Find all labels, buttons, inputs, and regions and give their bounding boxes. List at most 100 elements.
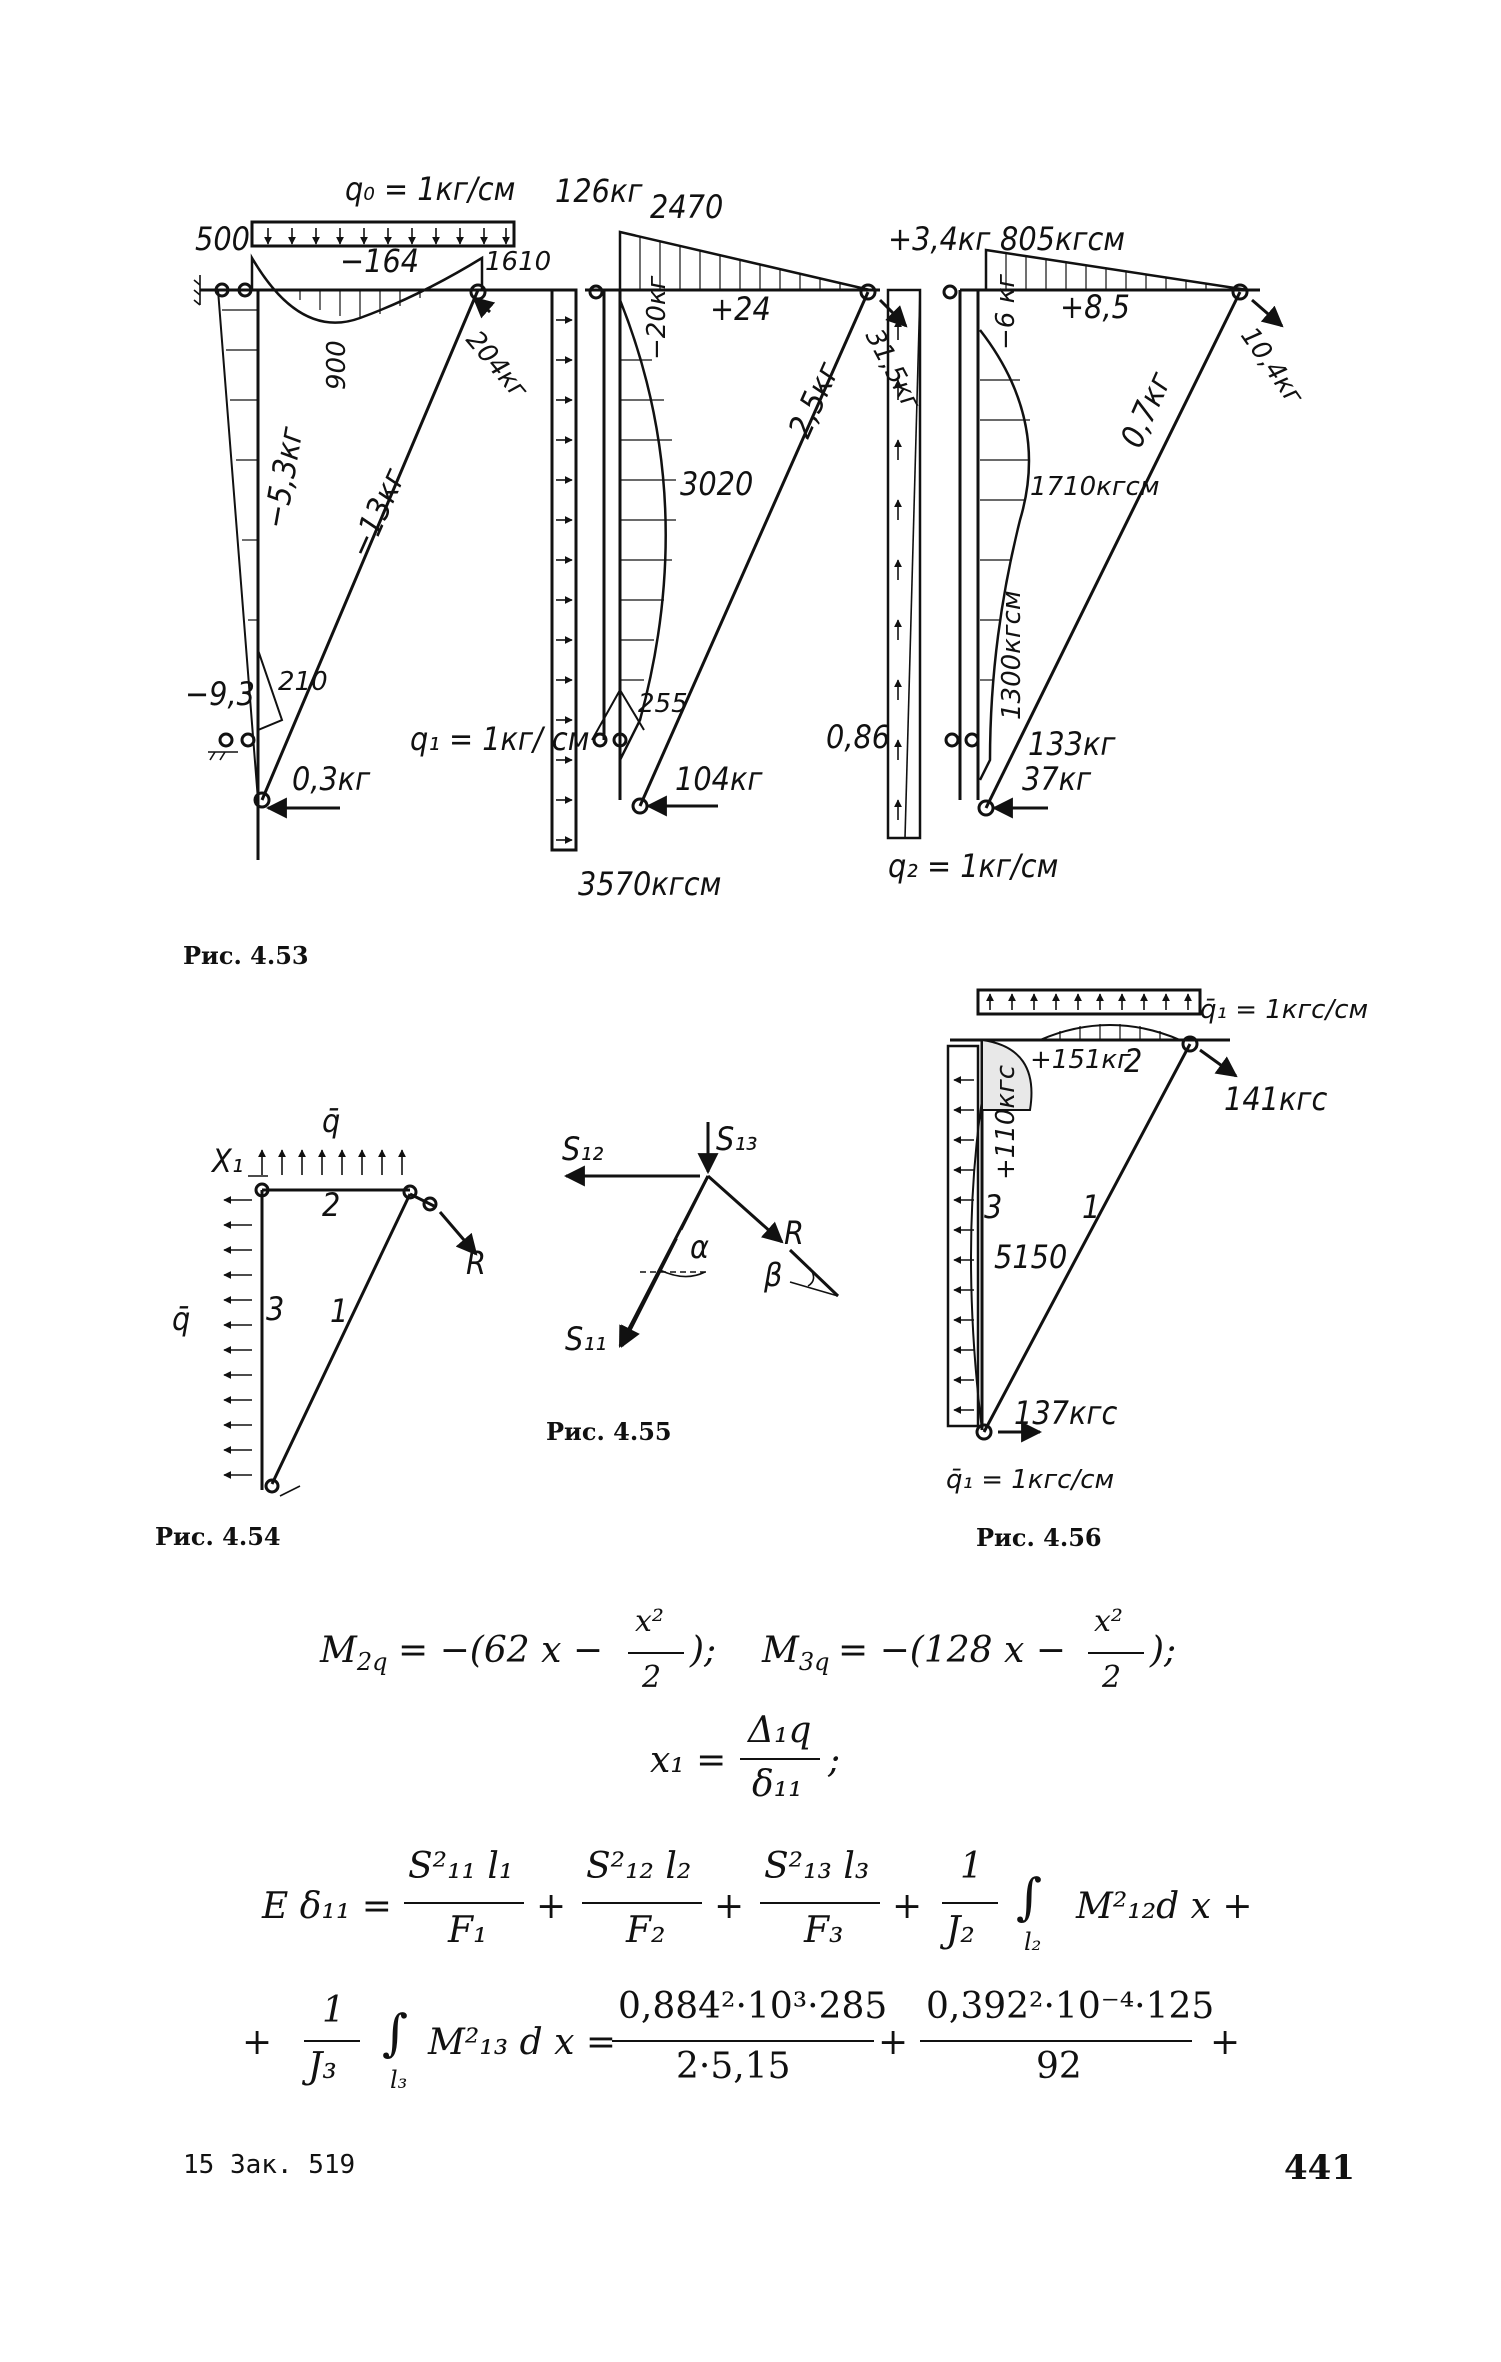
- load-strip-top: [976, 988, 1202, 1016]
- label-20: −20кг: [642, 275, 672, 360]
- label-q0: q₀ = 1кг/см: [345, 170, 515, 208]
- fig456: q̄₁ = 1кгс/см +151кг 2 141кгс +110кгс 3 …: [946, 988, 1368, 1495]
- label-133: 133кг: [1028, 725, 1116, 763]
- t7-den: 92: [1036, 2046, 1082, 2087]
- label-q1-bot: q̄₁ = 1кгс/см: [946, 1465, 1114, 1495]
- load-strip-left: [946, 1044, 980, 1428]
- label-137: 137кгс: [1014, 1394, 1117, 1432]
- label-5150: 5150: [994, 1238, 1067, 1276]
- load-strip-q0: [250, 220, 516, 248]
- label-805: 805кгсм: [1000, 220, 1125, 258]
- t4-den: J₂: [946, 1910, 975, 1951]
- label-25: 2,5кг: [781, 355, 848, 443]
- footer-order: 15 Зак. 519: [183, 2150, 356, 2180]
- label-93: −9,3: [185, 675, 255, 713]
- label-alpha: α: [690, 1228, 709, 1266]
- m2q-lhs: M: [320, 1630, 357, 1671]
- label-n1: 1: [330, 1292, 348, 1330]
- label-34: +3,4кг: [888, 220, 991, 258]
- m2q-two: 2: [642, 1660, 662, 1695]
- label-03: 0,3кг: [292, 760, 371, 798]
- label-q1: q₁ = 1кг/ см: [410, 720, 589, 758]
- label-3020: 3020: [680, 465, 753, 503]
- label-beta: β: [763, 1256, 782, 1294]
- t6-num: 0,884²·10³·285: [618, 1986, 888, 2027]
- label-500: 500: [195, 220, 250, 258]
- fig454: q̄ X₁ 2 q̄ 3 1 R: [172, 1102, 486, 1497]
- label-1610: 1610: [485, 247, 551, 277]
- t3-num: S²₁₃ l₃: [764, 1846, 870, 1887]
- t4-lim: l₂: [1024, 1928, 1042, 1956]
- t1-den: F₁: [448, 1910, 488, 1951]
- t2-num: S²₁₂ l₂: [586, 1846, 692, 1887]
- moment-diagram-member3: [216, 289, 259, 801]
- label-3570: 3570кгсм: [578, 865, 721, 903]
- label-q2: q₂ = 1кг/см: [888, 847, 1058, 885]
- caption-fig453: Рис. 4.53: [183, 941, 309, 970]
- label-q1-top: q̄₁ = 1кгс/см: [1200, 995, 1368, 1025]
- t5-lim: l₃: [390, 2066, 408, 2094]
- load-arrows-q0: [264, 228, 510, 245]
- x1-lhs: x₁ =: [650, 1740, 727, 1781]
- t6-den: 2·5,15: [676, 2046, 791, 2087]
- e-lhs: E δ₁₁ =: [262, 1886, 392, 1927]
- caption-fig454: Рис. 4.54: [155, 1522, 281, 1551]
- shaded-corner-456: [981, 1038, 1033, 1111]
- caption-fig455: Рис. 4.55: [546, 1417, 672, 1446]
- t7-num: 0,392²·10⁻⁴·125: [926, 1986, 1215, 2027]
- label-s12: S₁₂: [562, 1130, 604, 1168]
- label-q-left: q̄: [172, 1300, 190, 1338]
- load-strip-q2: [886, 288, 922, 840]
- label-q-top: q̄: [322, 1102, 340, 1140]
- label-13: −13кг: [341, 462, 414, 563]
- label-53: −5,3кг: [255, 423, 310, 531]
- fig453-panel2: 126кг 2470 −20кг +24 31,5кг 3020 2,5кг 2…: [410, 172, 926, 903]
- label-110: +110кгс: [991, 1065, 1021, 1180]
- m2q-x2: x²: [635, 1604, 664, 1639]
- label-1300: 1300кгсм: [997, 591, 1027, 720]
- load-strip-q1: [550, 288, 578, 852]
- label-104-r: 10,4кг: [1234, 322, 1309, 411]
- label-6: −6 кг: [991, 274, 1021, 350]
- fig455: S₁₂ S₁₃ α R β S₁₁: [562, 1120, 840, 1358]
- m3q-x2: x²: [1094, 1604, 1123, 1639]
- page-number: 441: [1284, 2148, 1355, 2188]
- t5-num: 1: [322, 1990, 345, 2031]
- label-n3: 3: [266, 1290, 284, 1328]
- x1-num: Δ₁q: [748, 1710, 812, 1751]
- label-n2: 2: [322, 1186, 340, 1224]
- x1-den: δ₁₁: [752, 1764, 803, 1805]
- label-126: 126кг: [555, 172, 643, 210]
- t5-body: M²₁₃ d x =: [428, 2022, 616, 2063]
- label-s11: S₁₁: [565, 1320, 606, 1358]
- caption-fig456: Рис. 4.56: [976, 1523, 1102, 1552]
- label-255: 255: [638, 689, 688, 719]
- member-1: [260, 289, 480, 801]
- label-s13: S₁₃: [716, 1120, 757, 1158]
- label-164: −164: [340, 242, 419, 280]
- m3q-sub: 3q: [798, 1648, 830, 1677]
- label-r: R: [466, 1244, 486, 1282]
- label-086: 0,86: [826, 718, 890, 756]
- m3q-lhs: M: [762, 1630, 799, 1671]
- label-n3-456: 3: [984, 1188, 1002, 1226]
- t2-den: F₂: [626, 1910, 666, 1951]
- label-104: 104кг: [675, 760, 763, 798]
- t4-int: ∫: [1016, 1868, 1043, 1926]
- label-1710: 1710кгсм: [1030, 472, 1159, 502]
- label-07: 0,7кг: [1113, 365, 1180, 453]
- t5-den: J₃: [308, 2046, 337, 2087]
- label-85: +8,5: [1060, 288, 1130, 326]
- label-210: 210: [278, 667, 328, 697]
- m2q-rhs: = −(62 x −: [398, 1630, 603, 1671]
- label-900: 900: [322, 340, 352, 390]
- label-151: +151кг: [1030, 1045, 1131, 1075]
- label-n2-456: 2: [1124, 1042, 1142, 1080]
- moment-hatch-member2: [299, 290, 421, 318]
- t3-den: F₃: [804, 1910, 844, 1951]
- label-24: +24: [710, 290, 771, 328]
- m3q-rhs: = −(128 x −: [838, 1630, 1066, 1671]
- fig453-panel1: q₀ = 1кг/см 500 −164 1610 900 204кг −5,3…: [185, 170, 560, 860]
- label-141: 141кгс: [1224, 1080, 1327, 1118]
